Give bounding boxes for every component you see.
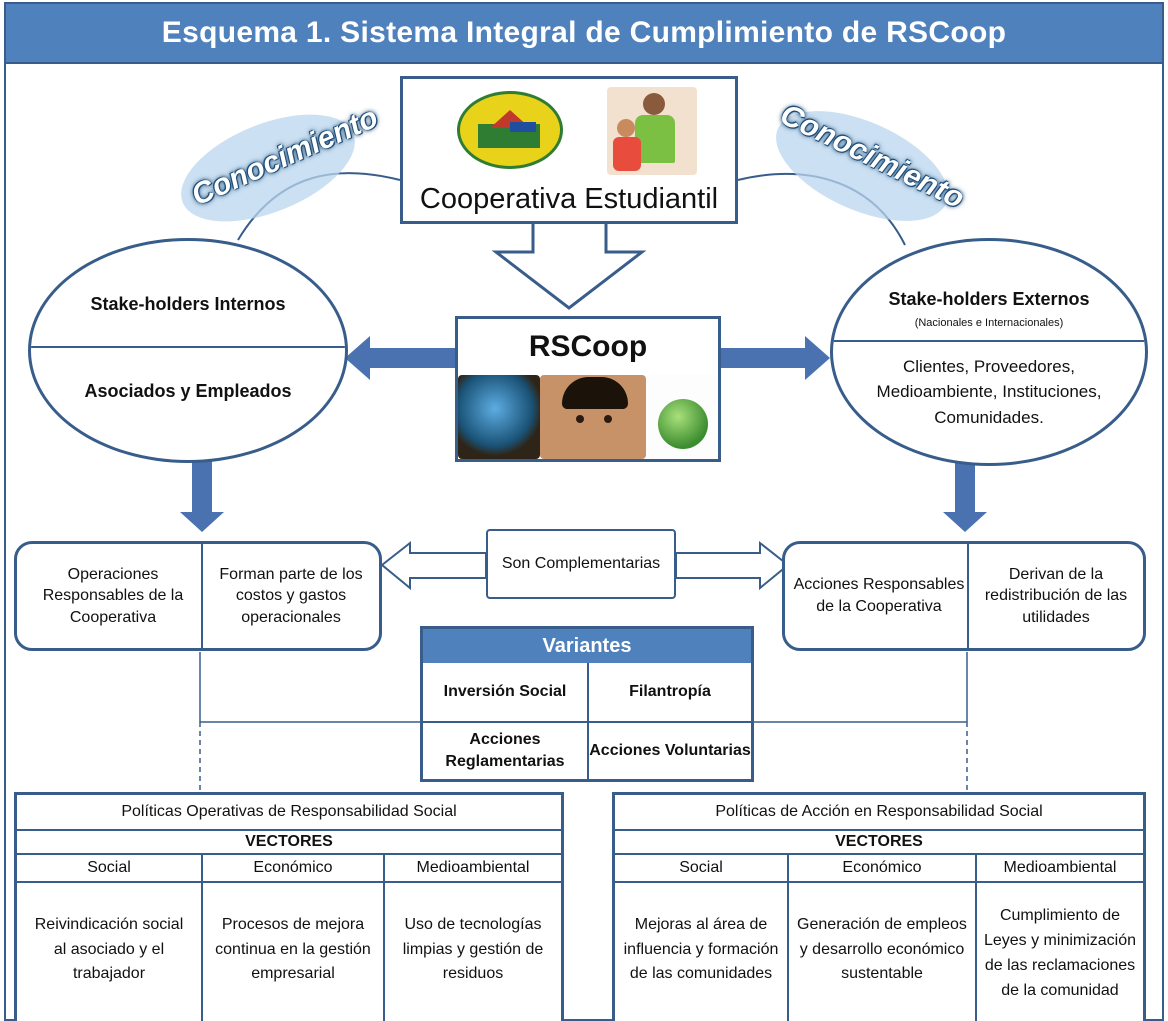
external-stakeholders-title: Stake-holders Externos (888, 288, 1090, 309)
outer-frame (4, 62, 1164, 1021)
internal-stakeholders-body: Asociados y Empleados (84, 380, 292, 401)
external-stakeholders-subtitle: (Nacionales e Internacionales) (914, 317, 1064, 329)
left-solid-arrow (345, 336, 455, 380)
variant-cell: Inversión Social (443, 683, 567, 701)
child-photo-icon (540, 375, 646, 459)
variants-table: Variantes Inversión Social Filantropía A… (420, 626, 754, 782)
right-solid-arrow (720, 336, 830, 380)
external-stakeholders-body: Clientes, Proveedores, Medioambiente, In… (876, 356, 1102, 427)
rscoop-box: RSCoop (455, 316, 721, 462)
right-operations-name: Acciones Responsables de la Cooperativa (793, 576, 965, 615)
diagram-title: Esquema 1. Sistema Integral de Cumplimie… (4, 2, 1164, 64)
left-operations-name: Operaciones Responsables de la Cooperati… (42, 565, 184, 626)
right-policy-col: Económico (842, 859, 922, 877)
students-photo-icon (607, 87, 697, 175)
right-policy-cell: Mejoras al área de influencia y formació… (623, 915, 779, 983)
cooperative-box: Cooperativa Estudiantil (400, 76, 738, 224)
left-hollow-arrow (380, 540, 487, 591)
green-globe-photo-icon (646, 375, 718, 459)
right-policy-col: Medioambiental (1003, 859, 1117, 877)
right-policy-cell: Generación de empleos y desarrollo econó… (797, 915, 967, 983)
earth-hands-photo-icon (458, 375, 540, 459)
right-policy-table: Políticas de Acción en Responsabilidad S… (612, 792, 1146, 1021)
left-policy-table: Políticas Operativas de Responsabilidad … (14, 792, 564, 1021)
internal-stakeholders-title: Stake-holders Internos (90, 293, 286, 314)
left-policy-cell: Procesos de mejora continua en la gestió… (215, 915, 371, 983)
cooperative-logo-icon (457, 91, 563, 169)
complement-label: Son Complementarias (486, 529, 676, 599)
left-policy-col: Económico (253, 859, 333, 877)
left-policy-col: Medioambiental (416, 859, 530, 877)
left-policy-cell: Reivindicación social al asociado y el t… (34, 915, 184, 983)
left-operations-box: Operaciones Responsables de la Cooperati… (14, 541, 382, 651)
left-policy-title: Políticas Operativas de Responsabilidad … (121, 803, 457, 821)
left-down-arrow (180, 460, 224, 532)
right-down-arrow (943, 460, 987, 532)
down-hollow-arrow (491, 220, 647, 310)
right-policy-col: Social (679, 859, 723, 877)
rscoop-label: RSCoop (528, 330, 648, 363)
diagram-title-text: Esquema 1. Sistema Integral de Cumplimie… (161, 16, 1007, 49)
left-operations-note: Forman parte de los costos y gastos oper… (219, 565, 363, 626)
left-policy-cell: Uso de tecnologías limpias y gestión de … (402, 915, 544, 983)
left-policy-col: Social (87, 859, 131, 877)
variant-cell: Filantropía (629, 683, 711, 701)
right-operations-note: Derivan de la redistribución de las util… (984, 565, 1128, 626)
variants-header: Variantes (423, 629, 751, 663)
cooperative-label: Cooperativa Estudiantil (419, 182, 719, 215)
right-policy-vectors: VECTORES (835, 833, 923, 851)
variant-cell: Acciones Voluntarias (589, 742, 751, 760)
right-policy-cell: Cumplimiento de Leyes y minimización de … (983, 907, 1137, 999)
variant-cell: Acciones Reglamentarias (445, 731, 565, 770)
right-policy-title: Políticas de Acción en Responsabilidad S… (715, 803, 1043, 821)
right-operations-box: Acciones Responsables de la Cooperativa … (782, 541, 1146, 651)
right-hollow-arrow (675, 540, 790, 591)
internal-stakeholders-ellipse: Stake-holders Internos Asociados y Emple… (28, 238, 348, 463)
external-stakeholders-ellipse: Stake-holders Externos (Nacionales e Int… (830, 238, 1148, 466)
left-policy-vectors: VECTORES (245, 833, 333, 851)
